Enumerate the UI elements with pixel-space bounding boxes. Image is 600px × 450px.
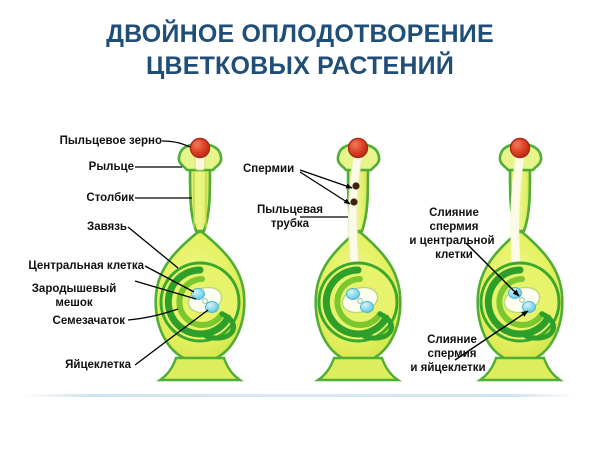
integument-inner-1 xyxy=(176,276,225,328)
style-1 xyxy=(188,168,212,233)
label-pollen-grain: Пыльцевое зерно xyxy=(59,135,162,147)
title-line-1: ДВОЙНОЕ ОПЛОДОТВОРЕНИЕ xyxy=(106,20,494,48)
page-title: ДВОЙНОЕ ОПЛОДОТВОРЕНИЕ ЦВЕТКОВЫХ РАСТЕНИ… xyxy=(0,18,600,82)
pistil-stage-2 xyxy=(314,137,402,382)
integument-inner-2 xyxy=(334,276,383,328)
micropyle-1 xyxy=(203,311,237,341)
receptacle-2 xyxy=(314,356,402,382)
integument-outer-2 xyxy=(322,266,390,338)
leader-central-cell xyxy=(144,265,195,293)
label-embryo-sac-line-2: мешок xyxy=(55,297,93,309)
leader-lines-right xyxy=(454,242,529,361)
micropyle-2 xyxy=(361,311,395,341)
label-fusion-central-line-4: клетки xyxy=(435,249,473,261)
leader-embryo-sac xyxy=(134,280,197,300)
label-fusion-egg-line-2: спермия xyxy=(427,348,477,360)
leader-lines-middle xyxy=(299,169,353,218)
central-cell-2 xyxy=(346,288,360,300)
label-egg-cell: Яйцеклетка xyxy=(65,359,131,371)
integument-outer-3 xyxy=(484,266,552,338)
integument-inner-3 xyxy=(496,276,545,328)
label-pollen-tube-line-2: трубка xyxy=(270,218,310,230)
leader-pollen-grain xyxy=(161,140,191,148)
sperm-cell-2-a xyxy=(352,182,360,190)
egg-cell-1 xyxy=(205,301,219,313)
label-pollen-tube-line-1: Пыльцевая xyxy=(257,204,323,216)
egg-cell-2 xyxy=(360,301,374,313)
pistil-stage-3 xyxy=(476,137,564,382)
central-cell-3 xyxy=(508,287,522,299)
leader-ovule xyxy=(127,308,179,321)
arrow-fusion-egg-cell xyxy=(454,310,529,361)
label-fusion-central-line-1: Слияние xyxy=(429,207,479,219)
leader-sperm-b xyxy=(299,171,351,205)
central-cell-1 xyxy=(191,288,205,300)
leader-ovary xyxy=(127,226,179,269)
label-stigma: Рыльце xyxy=(88,161,134,173)
label-style: Столбик xyxy=(86,192,134,204)
label-sperms: Спермии xyxy=(243,163,295,175)
label-ovary: Завязь xyxy=(86,221,127,233)
receptacle-3 xyxy=(476,356,564,382)
pollen-grain-1 xyxy=(189,137,211,159)
pistil-stage-1 xyxy=(154,137,246,382)
receptacle-1 xyxy=(156,356,244,382)
label-embryo-sac-line-1: Зародышевый xyxy=(31,283,117,295)
arrow-fusion-central-cell xyxy=(465,242,520,297)
micropyle-3 xyxy=(523,311,557,341)
egg-cell-3 xyxy=(522,301,536,313)
label-fusion-central-line-3: и центральной xyxy=(409,235,495,247)
label-ovule: Семезачаток xyxy=(52,315,125,327)
label-central-cell: Центральная клетка xyxy=(28,260,144,272)
integument-outer-1 xyxy=(164,266,232,338)
leader-sperm-a xyxy=(299,169,353,189)
pollen-grain-3 xyxy=(509,137,531,159)
leader-egg-cell xyxy=(134,309,209,366)
label-fusion-central-line-2: спермия xyxy=(429,221,479,233)
leader-lines-left xyxy=(127,140,209,366)
sperm-cell-2-b xyxy=(350,198,358,206)
label-fusion-egg-line-1: Слияние xyxy=(427,334,477,346)
title-line-2: ЦВЕТКОВЫХ РАСТЕНИЙ xyxy=(146,52,454,80)
bottom-divider xyxy=(24,394,576,397)
pollen-grain-2 xyxy=(347,137,369,159)
label-fusion-egg-line-3: и яйцеклетки xyxy=(410,362,486,374)
